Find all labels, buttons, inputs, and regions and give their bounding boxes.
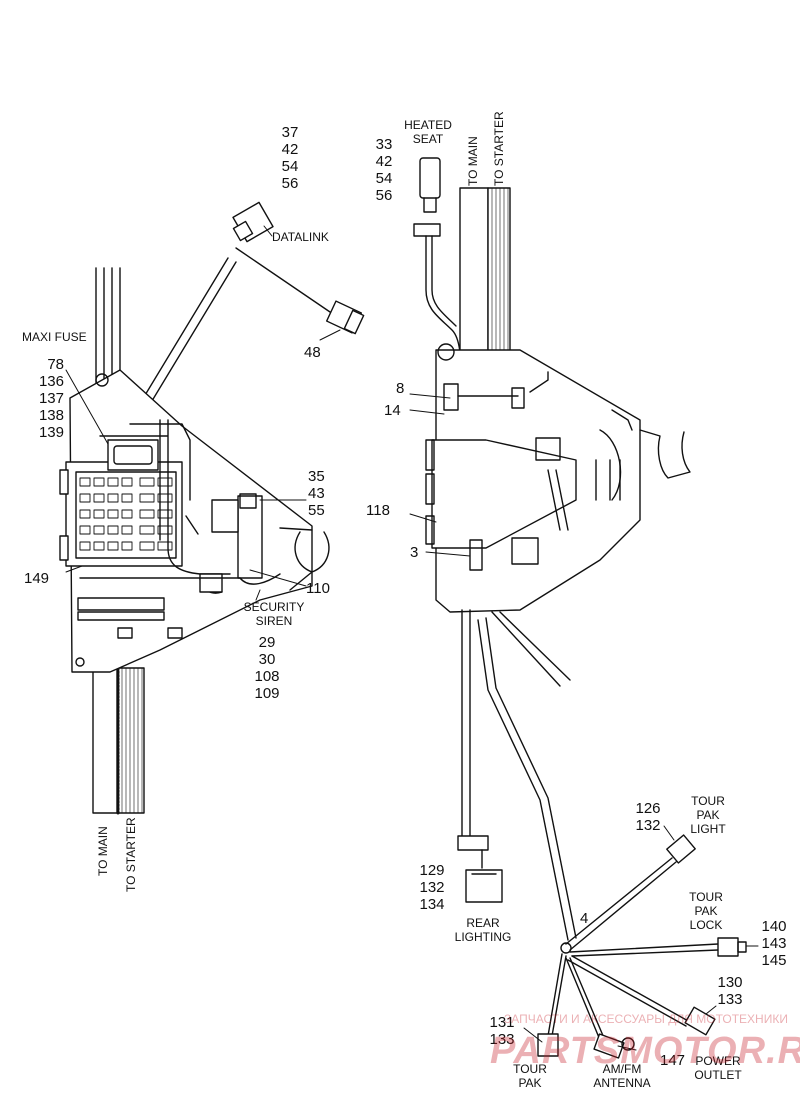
label-maxi-fuse: MAXI FUSE [22, 330, 87, 344]
leader-lines [65, 159, 759, 1051]
label-left-to-starter: TO STARTER [124, 817, 138, 892]
label-right-to-starter: TO STARTER [492, 111, 506, 186]
label-tour-pak: TOUR PAK [513, 1062, 547, 1090]
right-control-module [425, 383, 577, 571]
callout-118: 118 [366, 502, 390, 519]
left-fuse-block [59, 461, 183, 567]
watermark-logo: PARTSMOTOR.RU [490, 1030, 800, 1072]
callout-126-group: 126 132 [635, 800, 661, 834]
callout-4: 4 [580, 910, 589, 927]
label-am-fm-antenna: AM/FM ANTENNA [593, 1062, 651, 1090]
callout-14: 14 [384, 402, 401, 419]
callout-131-group: 131 133 [489, 1014, 515, 1048]
right-lower-harness [457, 609, 577, 941]
label-right-to-main: TO MAIN [466, 136, 480, 186]
left-lower-bracket [77, 577, 241, 639]
label-heated-seat: HEATED SEAT [404, 118, 452, 146]
callout-129-group: 129 132 134 [419, 862, 445, 913]
label-rear-lighting: REAR LIGHTING [454, 916, 512, 944]
callout-110: 110 [306, 580, 330, 597]
label-security-siren: SECURITY SIREN [243, 600, 305, 628]
right-tour-pak-branches [537, 834, 747, 1059]
callout-37-group: 37 42 54 56 [281, 124, 299, 192]
callout-29-group: 29 30 108 109 [254, 634, 280, 702]
callout-35-group: 35 43 55 [308, 468, 325, 519]
callout-3: 3 [410, 544, 419, 561]
callout-147: 147 [660, 1052, 686, 1069]
label-power-outlet: POWER OUTLET [694, 1054, 742, 1082]
watermark-tagline: ЗАПЧАСТИ И АКСЕССУАРЫ ДЛЯ МОТОТЕХНИКИ [504, 1012, 788, 1026]
label-datalink: DATALINK [272, 230, 329, 244]
callout-33-group: 33 42 54 56 [375, 136, 393, 204]
callout-78-group: 78 136 137 138 139 [38, 356, 64, 441]
callout-130-group: 130 133 [717, 974, 743, 1008]
callout-140-group: 140 143 145 [761, 918, 787, 969]
label-tour-pak-light: TOUR PAK LIGHT [690, 794, 726, 836]
callout-48: 48 [304, 344, 321, 361]
label-left-to-main: TO MAIN [96, 826, 110, 876]
callout-149: 149 [24, 570, 50, 587]
label-tour-pak-lock: TOUR PAK LOCK [689, 890, 723, 932]
right-heated-seat-lead [413, 157, 462, 381]
left-harness-tubes [92, 267, 145, 815]
callout-8: 8 [396, 380, 405, 397]
